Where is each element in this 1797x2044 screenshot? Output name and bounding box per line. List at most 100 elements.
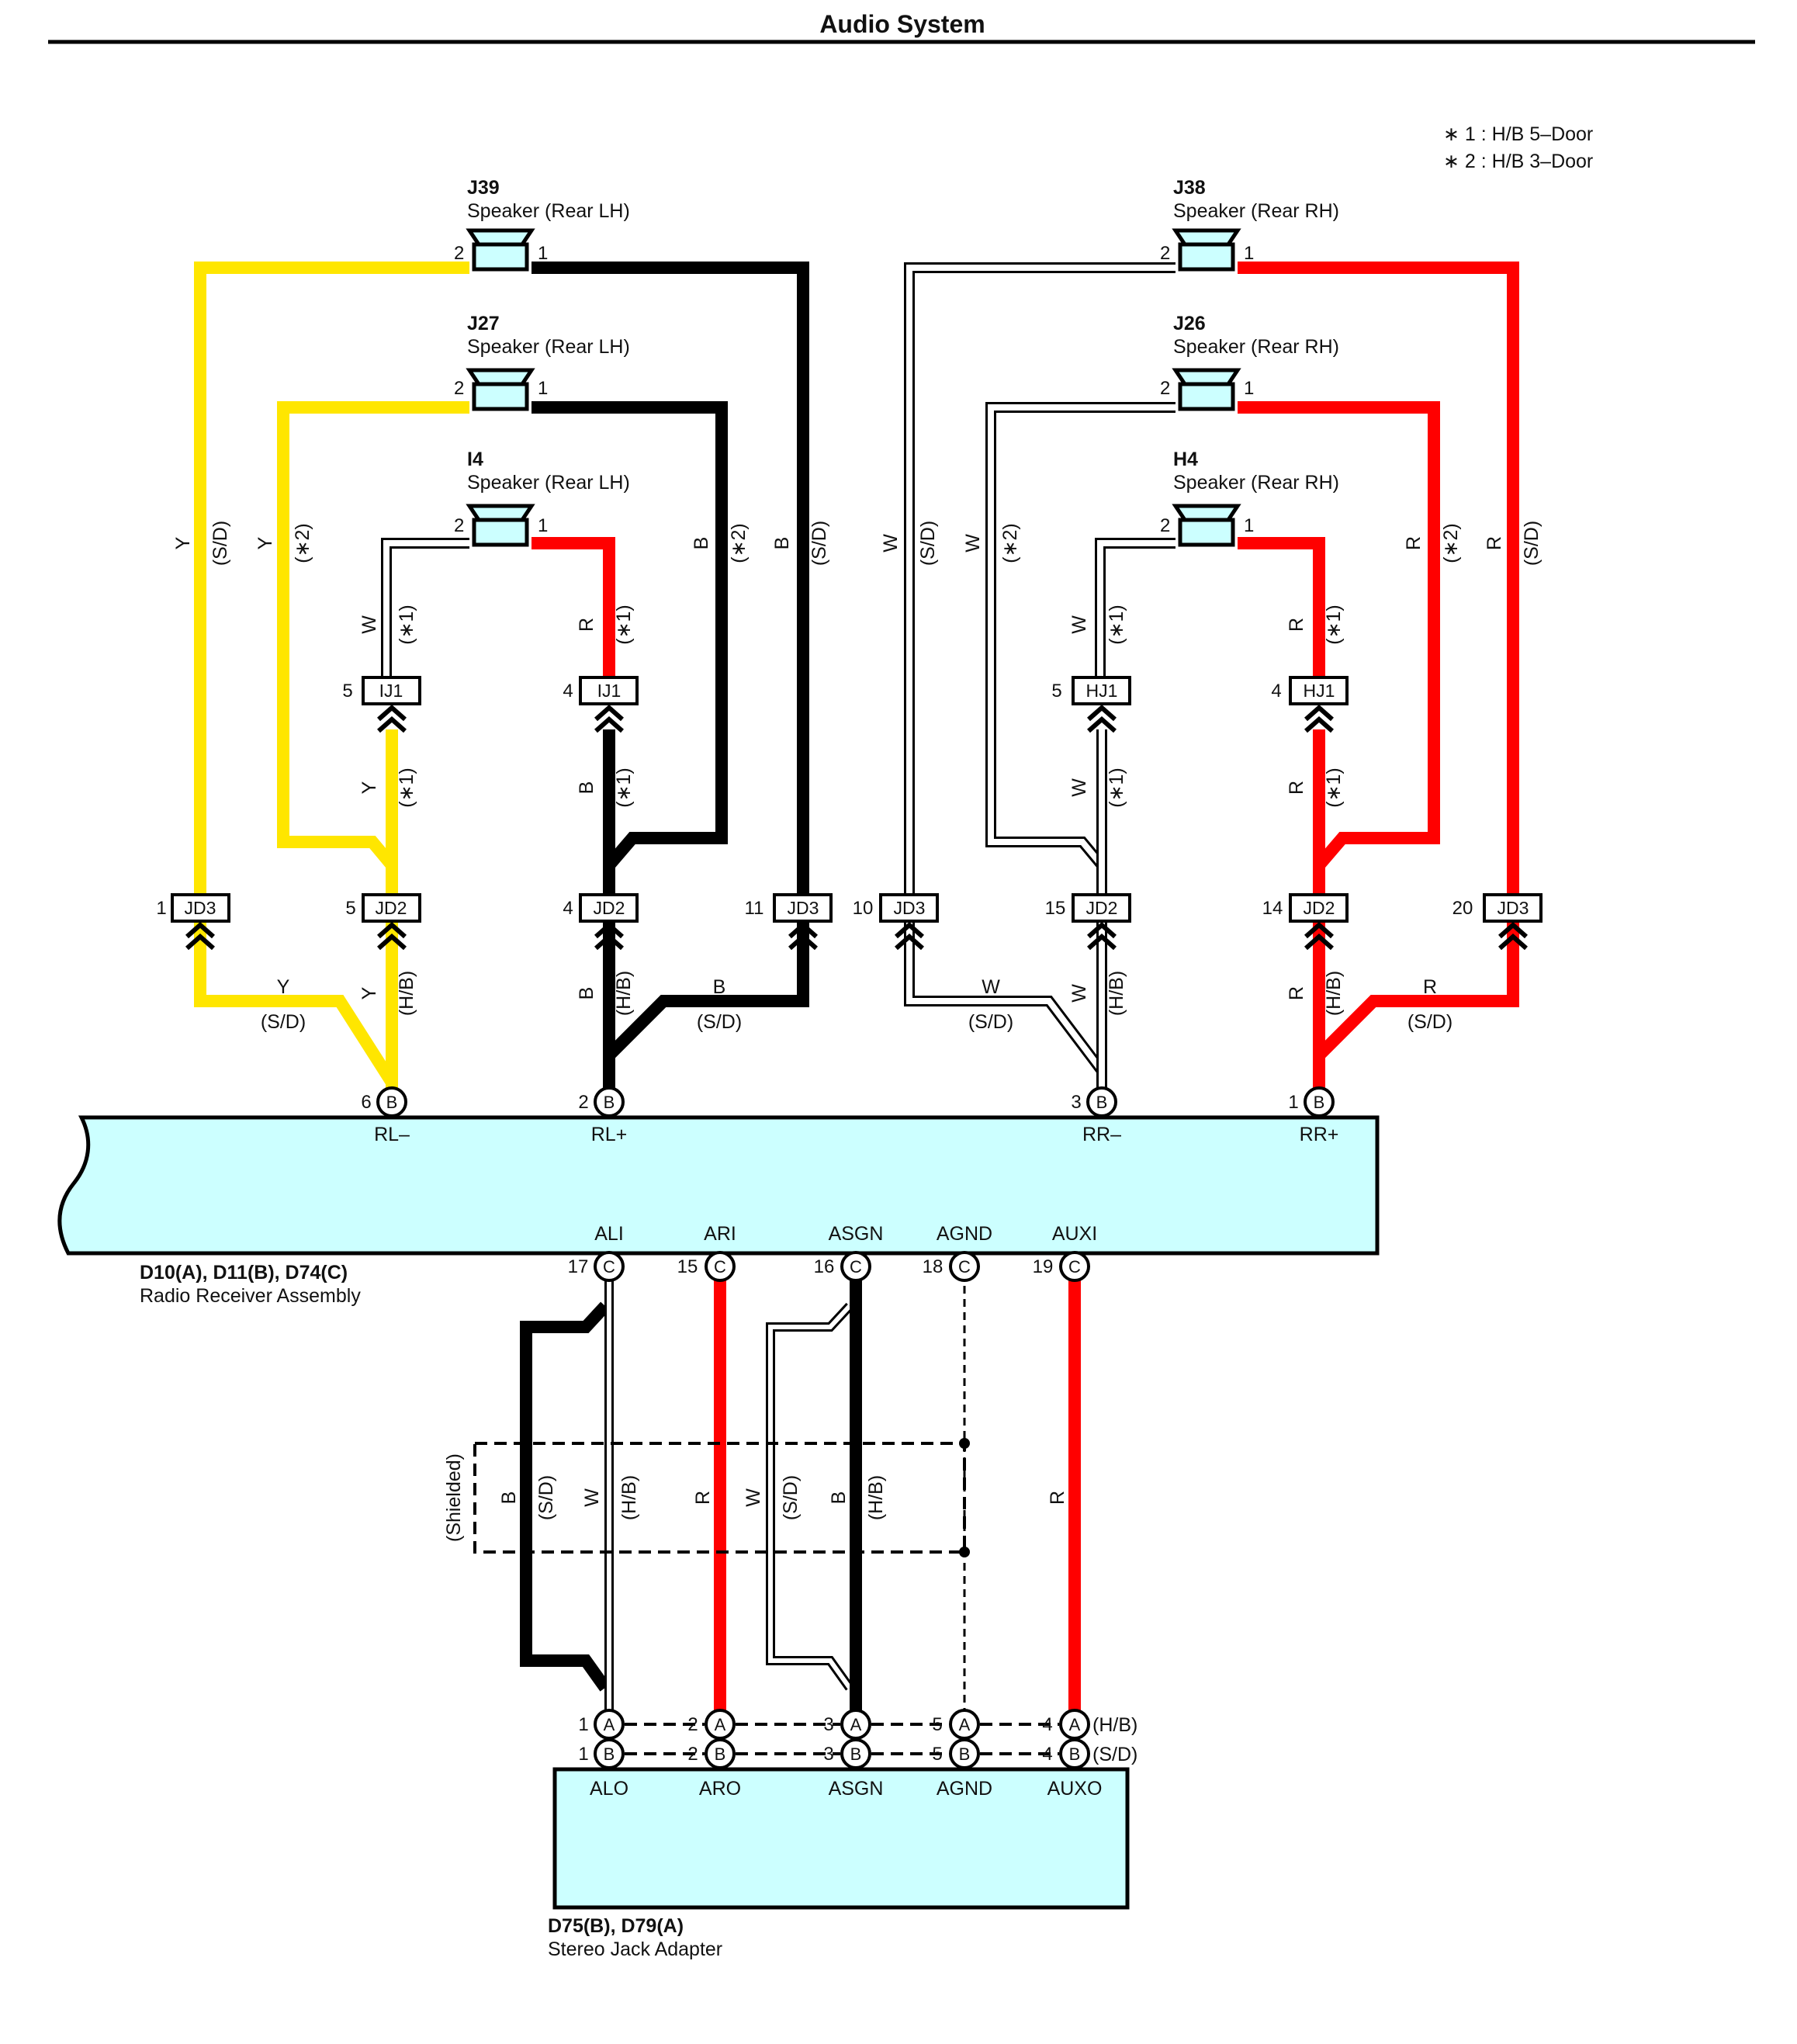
svg-text:(Shielded): (Shielded) <box>443 1453 465 1542</box>
svg-text:2: 2 <box>578 1092 588 1113</box>
svg-text:(S/D): (S/D) <box>261 1011 306 1033</box>
svg-text:HJ1: HJ1 <box>1086 681 1118 701</box>
svg-text:(S/D): (S/D) <box>917 521 939 566</box>
svg-text:ASGN: ASGN <box>829 1778 884 1800</box>
wire-labels: Y (S/D) Y (∗2) B (∗2) B (S/D) W (S/D) W … <box>172 521 1543 1033</box>
svg-text:(∗1): (∗1) <box>1323 605 1345 645</box>
svg-text:B: B <box>1096 1093 1108 1112</box>
svg-text:Speaker (Rear LH): Speaker (Rear LH) <box>467 472 630 494</box>
svg-text:B: B <box>771 537 793 550</box>
svg-text:C: C <box>603 1257 615 1277</box>
svg-text:(H/B): (H/B) <box>396 971 417 1016</box>
speaker-j26: J26 Speaker (Rear RH) 2 1 <box>1160 313 1339 409</box>
svg-text:B: B <box>1314 1093 1325 1112</box>
svg-text:15: 15 <box>1045 898 1066 919</box>
svg-text:R: R <box>692 1491 714 1505</box>
svg-text:(S/D): (S/D) <box>535 1475 557 1520</box>
svg-text:ASGN: ASGN <box>829 1223 884 1245</box>
speaker-j39: J39 Speaker (Rear LH) 2 1 <box>454 177 630 269</box>
svg-text:J39: J39 <box>467 177 500 199</box>
svg-text:20: 20 <box>1452 898 1473 919</box>
svg-text:(∗1): (∗1) <box>613 767 635 808</box>
svg-text:R: R <box>1403 536 1425 550</box>
svg-text:2: 2 <box>687 1744 698 1765</box>
svg-text:(H/B): (H/B) <box>618 1475 640 1520</box>
svg-text:C: C <box>958 1257 971 1277</box>
svg-text:AUXO: AUXO <box>1047 1778 1103 1800</box>
svg-text:Y: Y <box>358 986 380 999</box>
svg-text:W: W <box>358 615 380 634</box>
svg-text:5: 5 <box>1051 681 1061 702</box>
svg-text:1: 1 <box>538 243 548 264</box>
svg-text:2: 2 <box>687 1714 698 1735</box>
svg-text:16: 16 <box>814 1256 835 1277</box>
svg-text:(∗1): (∗1) <box>1323 767 1345 808</box>
svg-text:JD2: JD2 <box>1304 898 1335 918</box>
svg-text:Y: Y <box>277 976 290 998</box>
svg-text:JD2: JD2 <box>376 898 407 918</box>
svg-text:A: A <box>959 1715 971 1734</box>
legend-note-1: ∗ 1 : H/B 5–Door <box>1443 123 1593 145</box>
svg-text:1: 1 <box>538 378 548 399</box>
svg-text:Speaker (Rear RH): Speaker (Rear RH) <box>1173 336 1339 358</box>
svg-text:A: A <box>850 1715 862 1734</box>
stereo-jack-adapter: A 1 A 2 A 3 A 5 A 4 (H/B) B 1 B 2 B 3 B … <box>548 1709 1137 1960</box>
svg-text:B: B <box>604 1093 615 1112</box>
svg-text:JD3: JD3 <box>1498 898 1529 918</box>
svg-text:W: W <box>581 1488 603 1507</box>
svg-text:1: 1 <box>1244 515 1254 536</box>
svg-text:A: A <box>604 1715 615 1734</box>
svg-text:(∗1): (∗1) <box>1106 605 1127 645</box>
svg-text:(∗1): (∗1) <box>396 767 417 808</box>
svg-text:B: B <box>828 1491 850 1505</box>
svg-text:2: 2 <box>454 378 464 399</box>
svg-text:B: B <box>386 1093 398 1112</box>
svg-text:RL–: RL– <box>374 1124 410 1145</box>
page-title: Audio System <box>819 10 985 38</box>
svg-text:Stereo Jack Adapter: Stereo Jack Adapter <box>548 1938 722 1960</box>
svg-text:2: 2 <box>454 515 464 536</box>
svg-text:HJ1: HJ1 <box>1304 681 1335 701</box>
svg-text:W: W <box>1068 778 1090 797</box>
svg-text:1: 1 <box>156 898 166 919</box>
svg-text:D10(A), D11(B), D74(C): D10(A), D11(B), D74(C) <box>140 1262 348 1284</box>
svg-text:H4: H4 <box>1173 449 1198 470</box>
svg-text:(S/D): (S/D) <box>697 1011 742 1033</box>
svg-text:4: 4 <box>563 898 573 919</box>
svg-text:Y: Y <box>172 536 194 549</box>
svg-text:15: 15 <box>677 1256 698 1277</box>
svg-text:B: B <box>715 1744 726 1764</box>
connectors: IJ1 5 IJ1 4 HJ1 5 HJ1 4 JD3 1 JD2 5 JD2 … <box>156 676 1543 948</box>
svg-text:(S/D): (S/D) <box>968 1011 1013 1033</box>
svg-text:5: 5 <box>932 1714 942 1735</box>
svg-text:B: B <box>691 537 712 550</box>
svg-text:(H/B): (H/B) <box>1323 971 1345 1016</box>
svg-text:D75(B), D79(A): D75(B), D79(A) <box>548 1915 684 1937</box>
svg-text:R: R <box>1484 536 1505 550</box>
svg-text:(S/D): (S/D) <box>209 521 231 566</box>
svg-text:(S/D): (S/D) <box>780 1475 802 1520</box>
svg-text:4: 4 <box>1042 1744 1052 1765</box>
speaker-h4: H4 Speaker (Rear RH) 2 1 <box>1160 449 1339 545</box>
svg-text:RR+: RR+ <box>1300 1124 1339 1145</box>
svg-text:AGND: AGND <box>937 1778 992 1800</box>
svg-text:Speaker (Rear RH): Speaker (Rear RH) <box>1173 200 1339 222</box>
svg-text:(S/D): (S/D) <box>808 521 830 566</box>
svg-text:17: 17 <box>568 1256 589 1277</box>
svg-text:B: B <box>1069 1744 1081 1764</box>
svg-text:R: R <box>576 618 597 632</box>
svg-text:I4: I4 <box>467 449 483 470</box>
svg-text:Radio Receiver Assembly: Radio Receiver Assembly <box>140 1285 361 1307</box>
svg-text:10: 10 <box>853 898 874 919</box>
svg-text:JD3: JD3 <box>185 898 216 918</box>
svg-text:W: W <box>1068 615 1090 634</box>
svg-text:J38: J38 <box>1173 177 1206 199</box>
speaker-j27: J27 Speaker (Rear LH) 2 1 <box>454 313 630 409</box>
svg-text:(H/B): (H/B) <box>865 1475 887 1520</box>
svg-text:(∗1): (∗1) <box>613 605 635 645</box>
svg-text:3: 3 <box>823 1744 833 1765</box>
svg-text:(∗2): (∗2) <box>728 523 750 563</box>
svg-text:RR–: RR– <box>1082 1124 1121 1145</box>
svg-text:(∗2): (∗2) <box>999 523 1021 563</box>
svg-text:C: C <box>714 1257 726 1277</box>
